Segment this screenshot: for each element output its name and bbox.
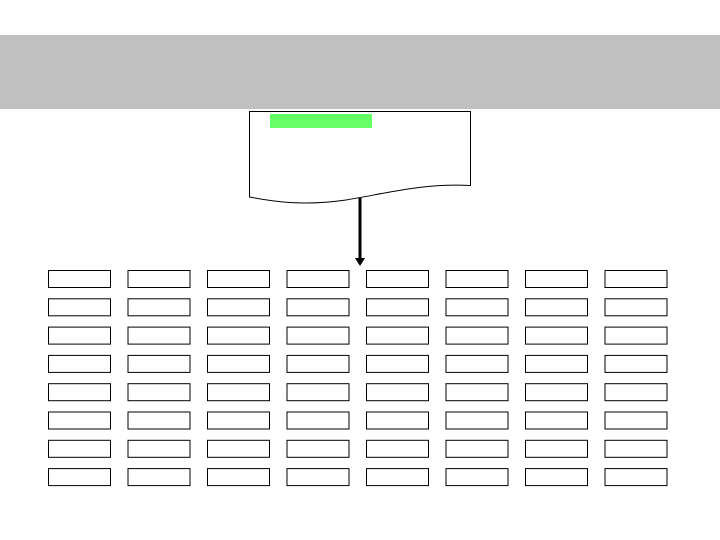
- grid-box-r4-c1: [48, 354, 111, 373]
- grid-box-r1-c6: [445, 270, 509, 288]
- grid-box-r2-c8: [604, 298, 668, 317]
- grid-box-r6-c7: [525, 411, 588, 430]
- grid-box-r8-c6: [445, 468, 509, 487]
- grid-box-r2-c6: [445, 298, 509, 317]
- grid-box-r7-c2: [127, 439, 191, 458]
- grid-box-r3-c7: [525, 326, 588, 345]
- arrow-down-icon: [355, 258, 365, 266]
- box-grid: [48, 270, 668, 487]
- grid-box-r4-c4: [286, 354, 350, 373]
- grid-box-r7-c5: [366, 439, 429, 458]
- grid-box-r2-c1: [48, 298, 111, 317]
- grid-box-r5-c7: [525, 383, 588, 402]
- grid-box-r3-c3: [207, 326, 270, 345]
- grid-box-r8-c4: [286, 468, 350, 487]
- grid-box-r7-c3: [207, 439, 270, 458]
- grid-box-r2-c5: [366, 298, 429, 317]
- grid-box-r2-c7: [525, 298, 588, 317]
- grid-box-r3-c4: [286, 326, 350, 345]
- grid-box-r6-c2: [127, 411, 191, 430]
- grid-box-r1-c1: [48, 270, 111, 288]
- grid-box-r3-c1: [48, 326, 111, 345]
- grid-box-r8-c8: [604, 468, 668, 487]
- grid-box-r4-c3: [207, 354, 270, 373]
- grid-box-r1-c7: [525, 270, 588, 288]
- grid-box-r4-c2: [127, 354, 191, 373]
- grid-box-r4-c6: [445, 354, 509, 373]
- grid-box-r7-c4: [286, 439, 350, 458]
- grid-box-r5-c8: [604, 383, 668, 402]
- document-node: [249, 111, 471, 204]
- grid-box-r8-c1: [48, 468, 111, 487]
- grid-box-r4-c8: [604, 354, 668, 373]
- grid-box-r7-c1: [48, 439, 111, 458]
- grid-box-r1-c5: [366, 270, 429, 288]
- grid-box-r4-c5: [366, 354, 429, 373]
- grid-box-r5-c6: [445, 383, 509, 402]
- grid-box-r7-c7: [525, 439, 588, 458]
- grid-box-r4-c7: [525, 354, 588, 373]
- grid-box-r6-c3: [207, 411, 270, 430]
- grid-box-r6-c4: [286, 411, 350, 430]
- grid-box-r8-c2: [127, 468, 191, 487]
- grid-box-r6-c1: [48, 411, 111, 430]
- grid-box-r3-c8: [604, 326, 668, 345]
- grid-box-r3-c2: [127, 326, 191, 345]
- grid-box-r5-c2: [127, 383, 191, 402]
- grid-box-r2-c2: [127, 298, 191, 317]
- grid-box-r5-c3: [207, 383, 270, 402]
- grid-box-r7-c6: [445, 439, 509, 458]
- grid-box-r1-c4: [286, 270, 350, 288]
- grid-box-r8-c7: [525, 468, 588, 487]
- grid-box-r6-c5: [366, 411, 429, 430]
- grid-box-r6-c6: [445, 411, 509, 430]
- grid-box-r2-c4: [286, 298, 350, 317]
- grid-box-r8-c3: [207, 468, 270, 487]
- grid-box-r5-c5: [366, 383, 429, 402]
- grid-box-r5-c1: [48, 383, 111, 402]
- grid-box-r1-c2: [127, 270, 191, 288]
- grid-box-r7-c8: [604, 439, 668, 458]
- grid-box-r6-c8: [604, 411, 668, 430]
- grid-box-r3-c5: [366, 326, 429, 345]
- grid-box-r8-c5: [366, 468, 429, 487]
- grid-box-r5-c4: [286, 383, 350, 402]
- grid-box-r3-c6: [445, 326, 509, 345]
- highlight-bar: [270, 114, 372, 128]
- grid-box-r2-c3: [207, 298, 270, 317]
- grid-box-r1-c3: [207, 270, 270, 288]
- grid-box-r1-c8: [604, 270, 668, 288]
- title-banner: [0, 35, 720, 109]
